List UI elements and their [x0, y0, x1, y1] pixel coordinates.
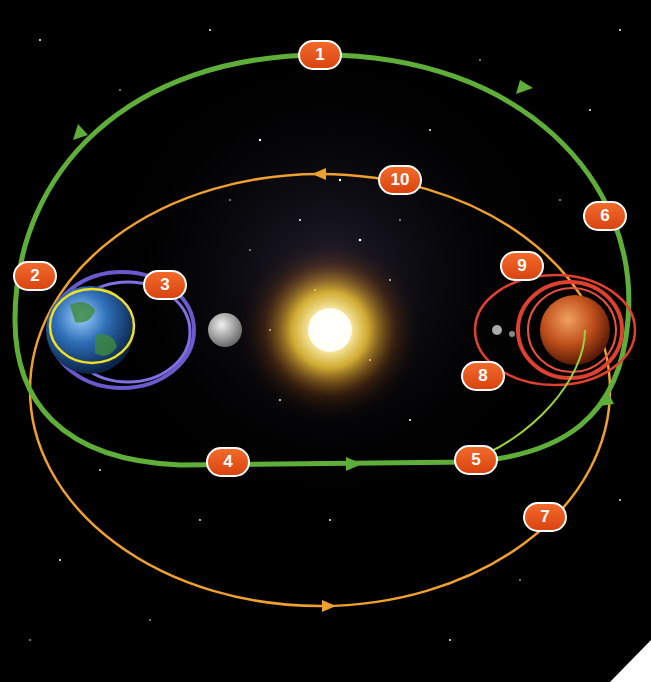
- callout-number: 9: [500, 251, 544, 281]
- callout-number: 4: [206, 447, 250, 477]
- callout-number: 7: [523, 502, 567, 532]
- callout-number: 10: [378, 165, 422, 195]
- callout-number: 1: [298, 40, 342, 70]
- callout-number: 3: [143, 270, 187, 300]
- callout-number: 2: [13, 261, 57, 291]
- callout-number: 8: [461, 361, 505, 391]
- callout-number: 5: [454, 445, 498, 475]
- callout-number: 6: [583, 201, 627, 231]
